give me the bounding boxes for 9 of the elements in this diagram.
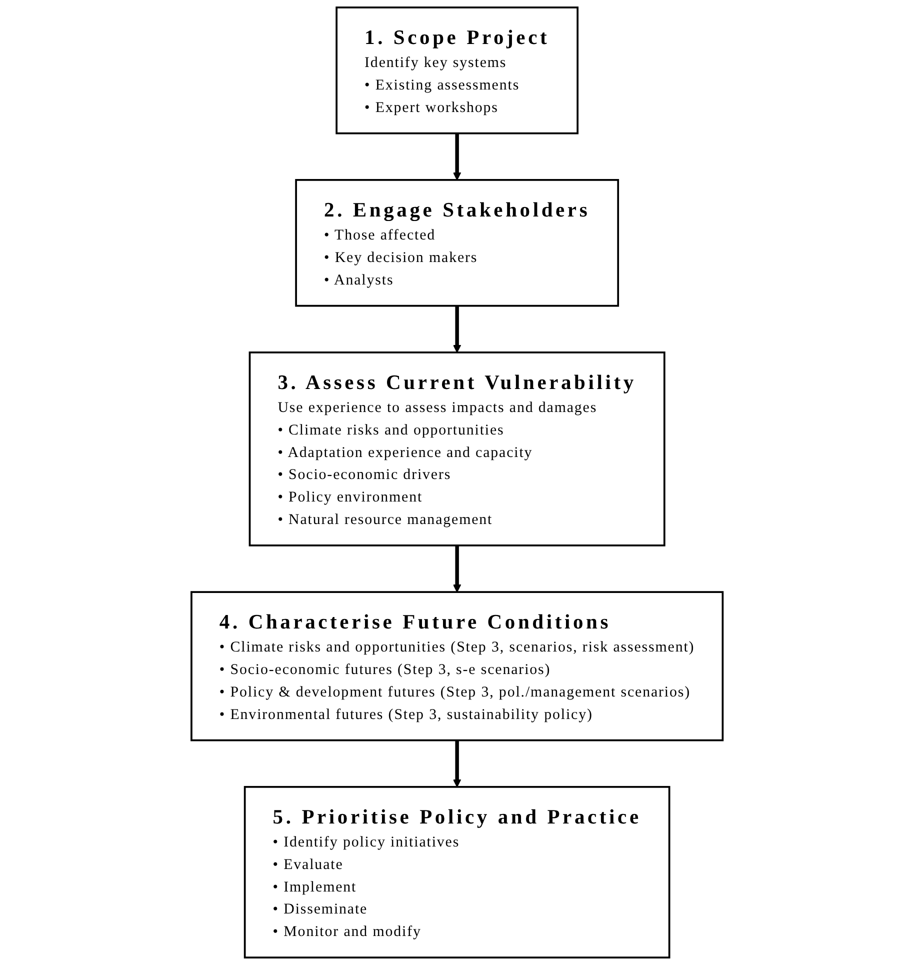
node-box: 5. Prioritise Policy and Practice • Identify policy initiatives • Evaluate • Implement • Disseminate • Monitor and modify [244,786,670,958]
node-box: 2. Engage Stakeholders • Those affected • Key decision makers • Analysts [295,179,619,307]
arrow [452,545,462,592]
node-box: 1. Scope Project Identify key systems • Existing assessments • Expert workshops [336,6,578,134]
arrow [452,133,462,180]
node-box: 3. Assess Current Vulnerability Use experience to assess impacts and damages • Climate risks and opportunities • Adaptation experience and capacity • Socio-economic drivers • Policy environment • Natural resource management [248,352,666,546]
arrow [452,740,462,788]
node-box: 4. Characterise Future Conditions • Climate risks and opportunities (Step 3, scenarios, risk assessment) • Socio-economic futures (Step 3, s-e scenarios) • Policy & development futures (Step 3, pol./management scenarios) • Environmental futures (Step 3, sustainability policy) [190,591,724,742]
arrow [452,306,462,353]
